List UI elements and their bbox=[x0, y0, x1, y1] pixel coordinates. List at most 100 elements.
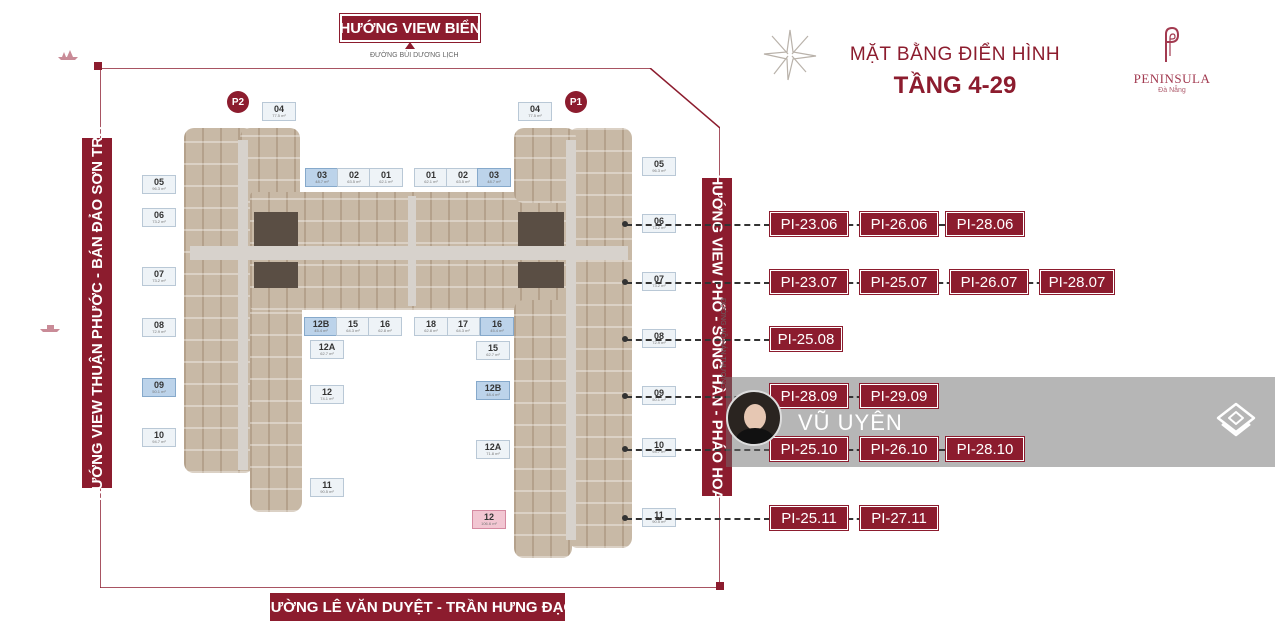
leader-dot-11 bbox=[622, 515, 628, 521]
leader-dot-07 bbox=[622, 279, 628, 285]
leader-line-08 bbox=[626, 339, 770, 341]
ship-icon bbox=[58, 50, 78, 60]
plan-title: MẶT BẰNG ĐIỂN HÌNH TẦNG 4-29 bbox=[830, 44, 1080, 100]
tower-pin-p1: P1 bbox=[565, 91, 587, 113]
listing-pi-25-11[interactable]: PI-25.11 bbox=[769, 505, 849, 531]
corner-mark-tl bbox=[94, 62, 102, 70]
listing-pi-25-08[interactable]: PI-25.08 bbox=[769, 326, 843, 352]
elevator-core-p2 bbox=[254, 212, 298, 246]
direction-top-banner: HƯỚNG VIEW BIỂN bbox=[339, 13, 481, 43]
elevator-core-p1 bbox=[518, 212, 564, 246]
tower-p1-east-wing bbox=[568, 128, 632, 548]
leader-line-10 bbox=[626, 449, 770, 451]
plan-title-line1: MẶT BẰNG ĐIỂN HÌNH bbox=[849, 44, 1061, 65]
leader-line-07 bbox=[626, 282, 770, 284]
listing-pi-29-09[interactable]: PI-29.09 bbox=[859, 383, 939, 409]
corridor-center-vertical bbox=[408, 196, 416, 306]
tower-p1-south-wing bbox=[514, 300, 572, 558]
leader-line-10-b bbox=[848, 449, 862, 451]
tower-p1-north-wing bbox=[514, 128, 576, 203]
plan-title-line2: TẦNG 4-29 bbox=[893, 72, 1017, 99]
leader-line-09-b bbox=[848, 396, 862, 398]
avatar bbox=[726, 390, 782, 446]
leader-line-09 bbox=[626, 396, 770, 398]
brand-sub: Đà Nẵng bbox=[1158, 87, 1186, 94]
leader-dot-10 bbox=[622, 446, 628, 452]
listing-pi-27-11[interactable]: PI-27.11 bbox=[859, 505, 939, 531]
leader-line-06-b bbox=[848, 224, 862, 226]
direction-bottom-banner: ĐƯỜNG LÊ VĂN DUYỆT - TRẦN HƯNG ĐẠO bbox=[260, 593, 575, 621]
listing-pi-28-07[interactable]: PI-28.07 bbox=[1039, 269, 1115, 295]
avatar-body bbox=[736, 428, 774, 444]
leader-dot-06 bbox=[622, 221, 628, 227]
leader-line-06-c bbox=[938, 224, 948, 226]
leader-line-07-c bbox=[938, 282, 952, 284]
tower-p2-south-wing bbox=[250, 300, 302, 512]
compass-star-icon bbox=[763, 29, 817, 81]
leader-line-07-b bbox=[848, 282, 862, 284]
listing-pi-26-07[interactable]: PI-26.07 bbox=[949, 269, 1029, 295]
street-arrow bbox=[405, 42, 415, 49]
ship-icon bbox=[40, 325, 60, 332]
direction-left-banner: HƯỚNG VIEW THUẬN PHƯỚC - BÁN ĐẢO SƠN TRÀ bbox=[82, 126, 112, 500]
listing-pi-28-09[interactable]: PI-28.09 bbox=[769, 383, 849, 409]
listing-pi-25-10[interactable]: PI-25.10 bbox=[769, 436, 849, 462]
tower-p2-north-wing bbox=[240, 128, 300, 203]
corner-mark-br bbox=[716, 582, 724, 590]
leader-line-10-c bbox=[938, 449, 948, 451]
listing-pi-23-07[interactable]: PI-23.07 bbox=[769, 269, 849, 295]
listing-pi-26-06[interactable]: PI-26.06 bbox=[859, 211, 939, 237]
avatar-face bbox=[744, 404, 766, 430]
tower-pin-p2: P2 bbox=[227, 91, 249, 113]
corridor-p2-vertical bbox=[238, 140, 248, 470]
stair-core-p2 bbox=[254, 262, 298, 288]
listing-pi-26-10[interactable]: PI-26.10 bbox=[859, 436, 939, 462]
listing-pi-28-10[interactable]: PI-28.10 bbox=[945, 436, 1025, 462]
brand-name: PENINSULA bbox=[1133, 71, 1211, 86]
leader-line-11 bbox=[626, 518, 770, 520]
listing-pi-28-06[interactable]: PI-28.06 bbox=[945, 211, 1025, 237]
layers-icon bbox=[1216, 402, 1256, 437]
brand-logo: PENINSULA Đà Nẵng bbox=[1112, 26, 1232, 94]
listing-pi-23-06[interactable]: PI-23.06 bbox=[769, 211, 849, 237]
direction-left-text: HƯỚNG VIEW THUẬN PHƯỚC - BÁN ĐẢO SƠN TRÀ bbox=[88, 125, 106, 501]
watermark-name: VŨ UYÊN bbox=[798, 410, 903, 435]
leader-dot-09 bbox=[622, 393, 628, 399]
listing-pi-25-07[interactable]: PI-25.07 bbox=[859, 269, 939, 295]
street-right-label: ĐƯỜNG HỒ HÁN THƯƠNG bbox=[719, 298, 726, 389]
